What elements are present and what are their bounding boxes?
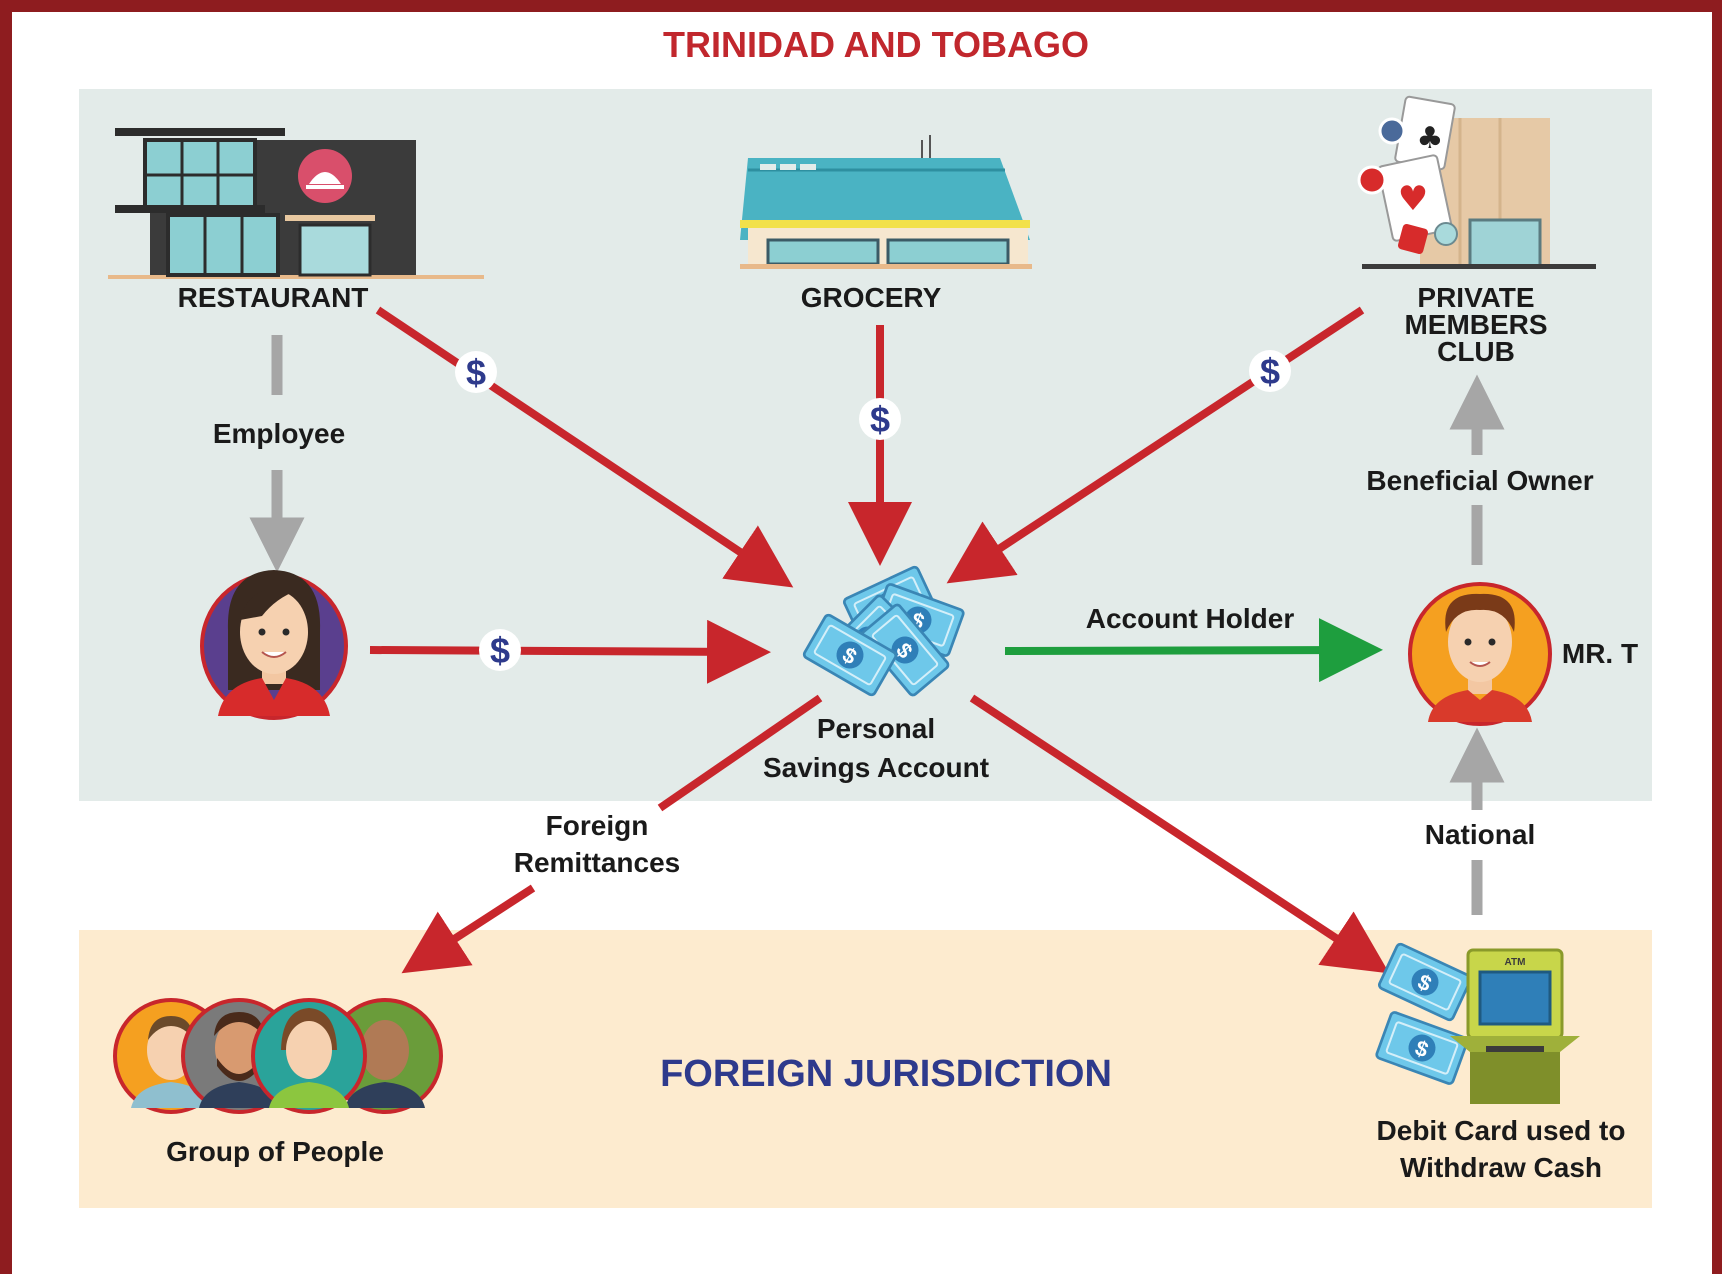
club-label-line-1: PRIVATE — [1417, 282, 1534, 313]
svg-text:♣: ♣ — [1417, 121, 1444, 156]
dollar-badge-club: $ — [1249, 350, 1291, 392]
atm-cash-icon: ATM — [1374, 941, 1580, 1104]
account-holder-arrow — [1004, 618, 1383, 683]
dollar-badge-restaurant: $ — [455, 351, 497, 393]
dollar-symbol: $ — [490, 630, 510, 671]
remittances-label-line-2: Remittances — [514, 847, 681, 878]
account-label-line-1: Personal — [817, 713, 935, 744]
group-of-people-label: Group of People — [166, 1136, 384, 1167]
group-of-people-icon — [113, 998, 443, 1114]
dollar-badge-grocery: $ — [859, 398, 901, 440]
account-to-remittances-connector — [657, 694, 823, 812]
restaurant-building-icon — [108, 128, 484, 279]
account-holder-label: Account Holder — [1086, 603, 1295, 634]
atm-sign: ATM — [1505, 957, 1526, 968]
restaurant-to-account-arrow — [375, 306, 794, 588]
grocery-label: GROCERY — [801, 282, 942, 313]
national-label: National — [1425, 819, 1535, 850]
employee-to-account-arrow — [369, 619, 771, 684]
club-label-line-3: CLUB — [1437, 336, 1515, 367]
mr-t-label: MR. T — [1562, 638, 1638, 669]
employee-avatar — [200, 570, 348, 720]
svg-text:♥: ♥ — [1398, 179, 1428, 219]
dollar-symbol: $ — [870, 399, 890, 440]
dollar-badge-employee: $ — [479, 629, 521, 671]
person-avatar-3 — [251, 998, 367, 1114]
account-label-line-2: Savings Account — [763, 752, 989, 783]
grocery-building-icon — [740, 135, 1032, 269]
debit-card-label-line-2: Withdraw Cash — [1400, 1152, 1602, 1183]
mr-t-avatar — [1408, 582, 1552, 726]
club-to-account-arrow — [946, 306, 1365, 584]
debit-card-label-line-1: Debit Card used to — [1377, 1115, 1626, 1146]
restaurant-label: RESTAURANT — [178, 282, 369, 313]
beneficial-owner-label: Beneficial Owner — [1366, 465, 1593, 496]
page-title: TRINIDAD AND TOBAGO — [663, 24, 1089, 65]
dollar-symbol: $ — [466, 352, 486, 393]
remittances-to-group-arrow — [401, 884, 536, 974]
employee-label: Employee — [213, 418, 345, 449]
account-to-atm-arrow — [969, 694, 1390, 974]
club-label-line-2: MEMBERS — [1404, 309, 1547, 340]
foreign-jurisdiction-title: FOREIGN JURISDICTION — [660, 1053, 1112, 1095]
remittances-label-line-1: Foreign — [546, 810, 649, 841]
dollar-symbol: $ — [1260, 351, 1280, 392]
private-club-building-icon: ♣ ♥ — [1357, 95, 1596, 269]
